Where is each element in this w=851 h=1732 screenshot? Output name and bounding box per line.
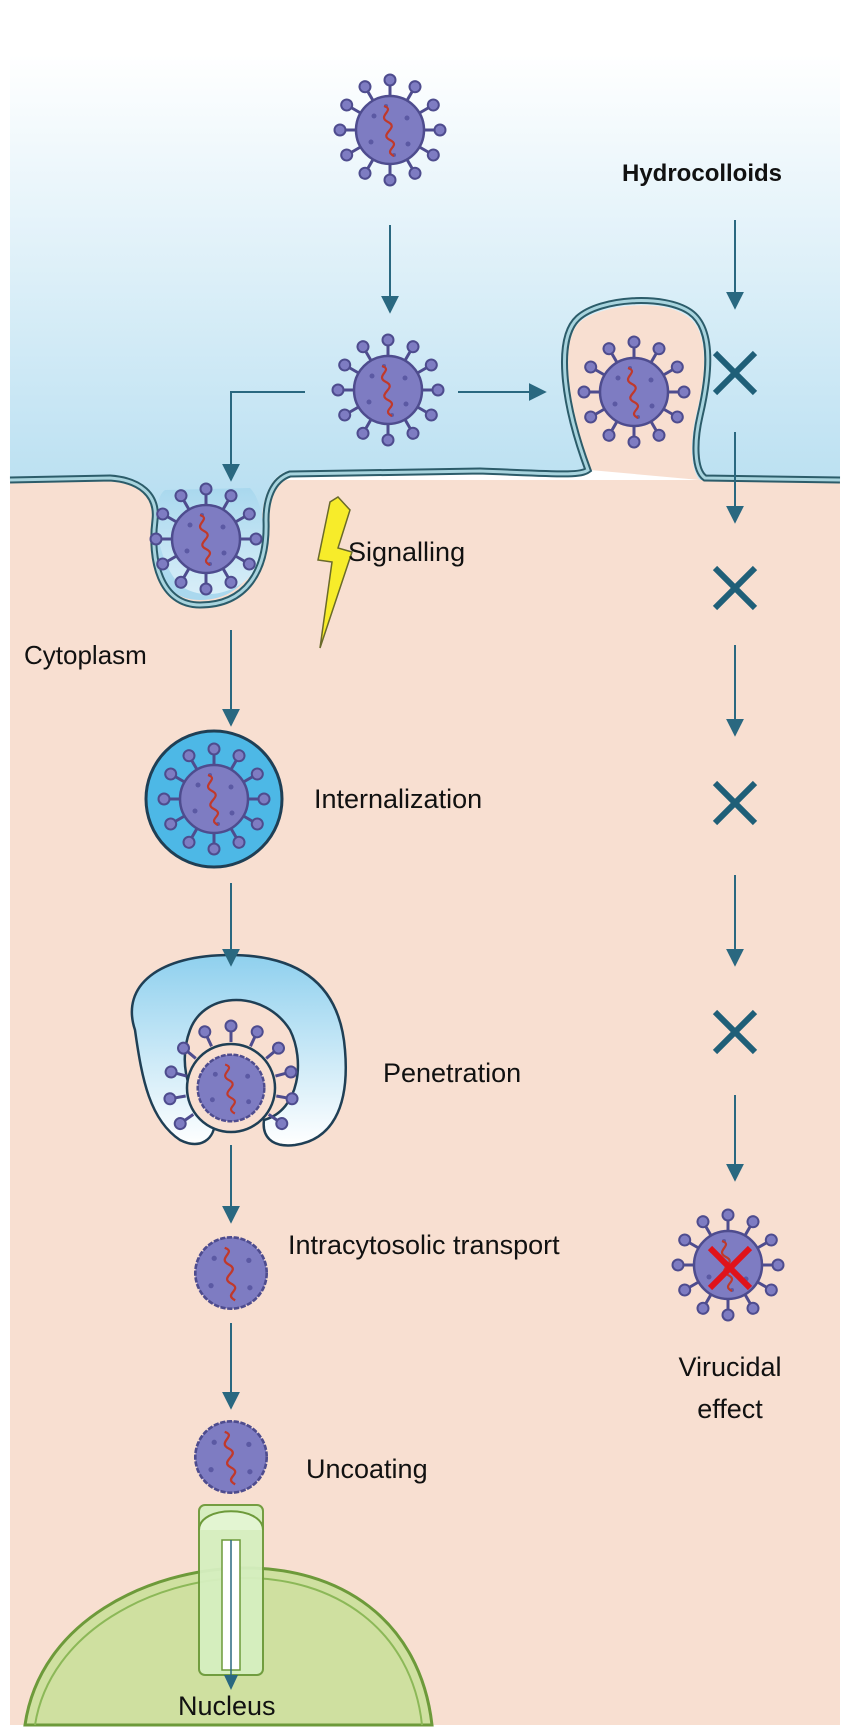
- label-uncoating: Uncoating: [306, 1454, 428, 1484]
- lightning-icon: [317, 496, 353, 649]
- virus-icon-transport: [193, 1235, 269, 1311]
- arrow-to-pit: [222, 391, 305, 482]
- label-hydrocolloids: Hydrocolloids: [622, 160, 782, 187]
- virucidal-cross-icon: [707, 1245, 753, 1291]
- label-internalization: Internalization: [314, 784, 482, 814]
- label-intracytosolic-transport: Intracytosolic transport: [288, 1230, 560, 1260]
- label-cytoplasm: Cytoplasm: [24, 640, 147, 670]
- plasma-membrane-inner: [9, 299, 841, 607]
- label-virucidal: Virucidal: [678, 1352, 781, 1382]
- extracellular-region: [10, 55, 840, 600]
- label-penetration: Penetration: [383, 1058, 521, 1088]
- label-effect: effect: [697, 1394, 763, 1424]
- nuclear-pore-icon: [198, 1504, 264, 1690]
- label-signalling: Signalling: [348, 537, 465, 567]
- label-nucleus: Nucleus: [178, 1691, 276, 1721]
- virus-icon-uncoating: [193, 1419, 269, 1495]
- virus-icon-penetration: [196, 1053, 266, 1123]
